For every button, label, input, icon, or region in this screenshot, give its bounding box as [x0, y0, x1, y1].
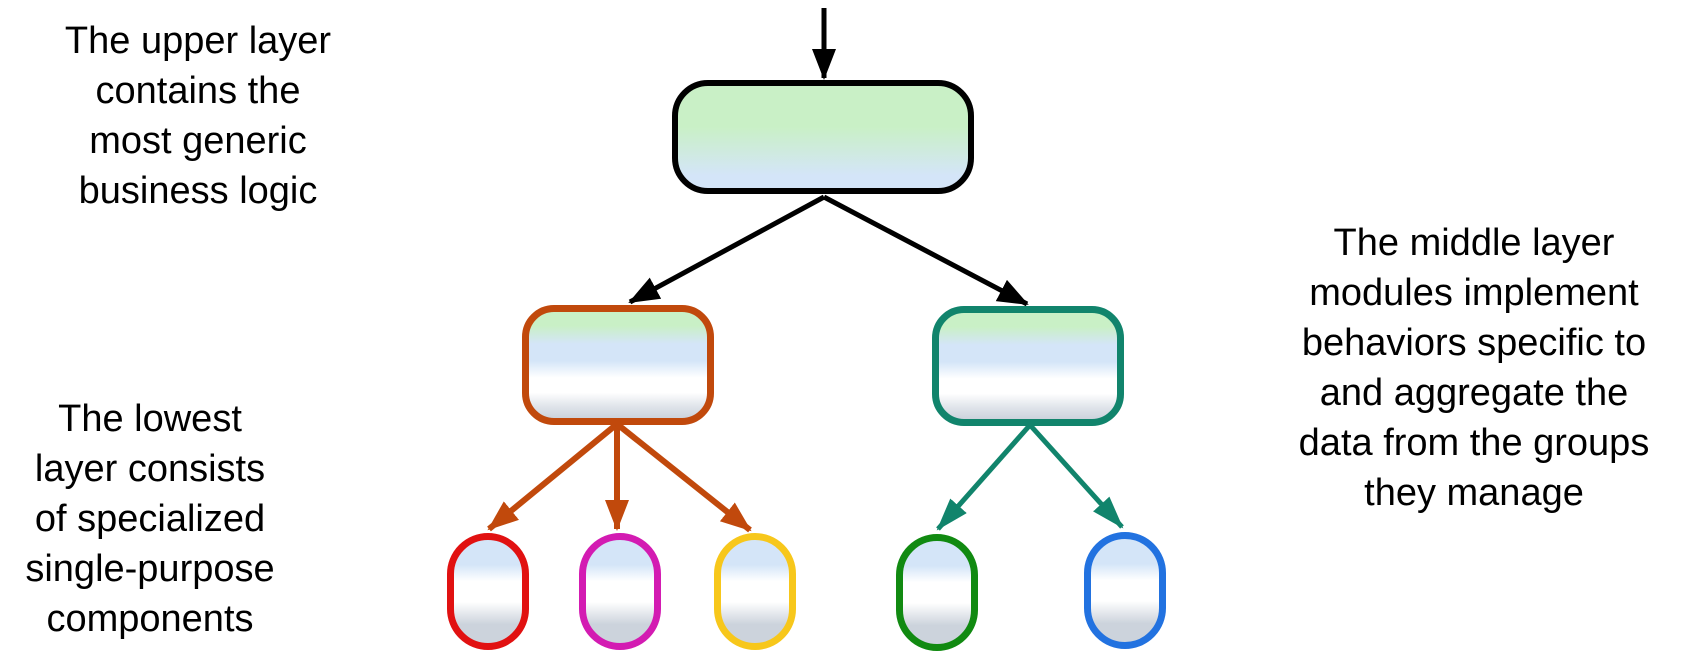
arrow-right-middle-to-green [936, 423, 1032, 531]
lowest-layer-annotation: The lowest layer consists of specialized… [25, 398, 275, 640]
arrow-root-to-left-middle [628, 194, 826, 305]
upper-layer-box [672, 80, 974, 194]
arrow-left-middle-to-yellow [615, 421, 752, 533]
component-box-green [896, 534, 978, 651]
arrow-right-middle-to-blue [1028, 423, 1124, 529]
component-box-red [447, 533, 529, 650]
component-box-magenta [579, 533, 661, 650]
middle-layer-box-right [932, 306, 1124, 426]
component-box-yellow [714, 533, 796, 650]
upper-layer-annotation: The upper layer contains the most generi… [64, 20, 332, 212]
arrow-root-to-right-middle [822, 194, 1029, 307]
middle-layer-annotation: The middle layer modules implement behav… [1298, 222, 1650, 514]
arrow-left-middle-to-red [487, 421, 619, 532]
middle-layer-box-left [522, 305, 714, 425]
component-box-blue [1084, 532, 1166, 649]
